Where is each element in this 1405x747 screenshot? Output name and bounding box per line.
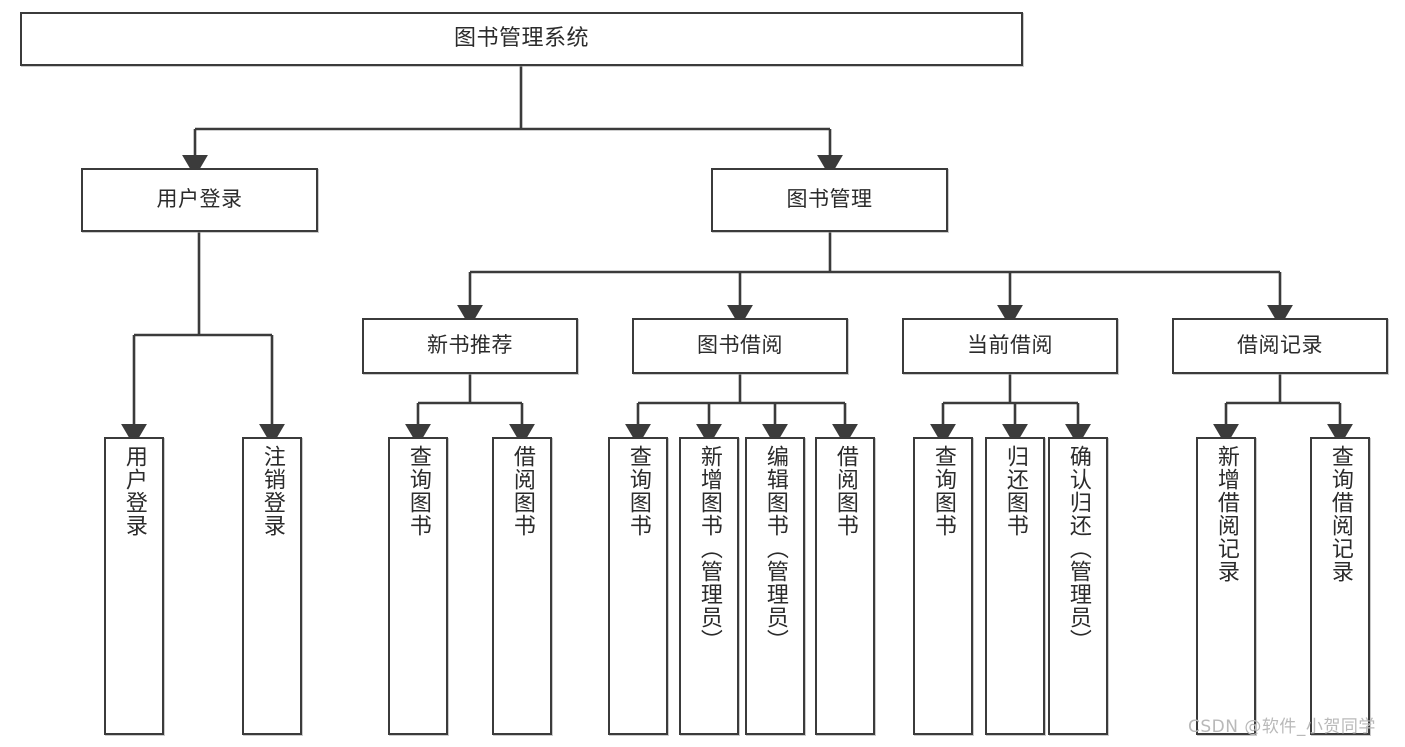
leaf-user-login-login[interactable]: 用户登录	[104, 437, 164, 735]
node-label: 当前借阅	[967, 333, 1053, 358]
node-label: 用户登录	[121, 445, 147, 537]
leaf-new-book-borrow[interactable]: 借阅图书	[492, 437, 552, 735]
node-label: 新增图书（管理员）	[696, 445, 722, 652]
leaf-current-borrow-return[interactable]: 归还图书	[985, 437, 1045, 735]
leaf-book-borrow-query[interactable]: 查询图书	[608, 437, 668, 735]
leaf-book-borrow-edit[interactable]: 编辑图书（管理员）	[745, 437, 805, 735]
leaf-user-login-logout[interactable]: 注销登录	[242, 437, 302, 735]
node-label: 借阅图书	[509, 445, 535, 537]
node-label: 查询借阅记录	[1327, 445, 1353, 583]
node-label: 图书借阅	[697, 333, 783, 358]
leaf-current-borrow-query[interactable]: 查询图书	[913, 437, 973, 735]
leaf-borrow-record-add[interactable]: 新增借阅记录	[1196, 437, 1256, 735]
node-label: 编辑图书（管理员）	[762, 445, 788, 652]
node-borrow-record[interactable]: 借阅记录	[1172, 318, 1388, 374]
node-new-book-recommend[interactable]: 新书推荐	[362, 318, 578, 374]
node-label: 新增借阅记录	[1213, 445, 1239, 583]
node-label: 新书推荐	[427, 333, 513, 358]
leaf-book-borrow-add[interactable]: 新增图书（管理员）	[679, 437, 739, 735]
node-label: 图书管理系统	[453, 25, 589, 51]
csdn-watermark: CSDN @软件_小贺同学	[1188, 717, 1376, 737]
node-book-management[interactable]: 图书管理	[711, 168, 948, 232]
leaf-book-borrow-lend[interactable]: 借阅图书	[815, 437, 875, 735]
node-label: 注销登录	[259, 445, 285, 537]
node-book-borrow[interactable]: 图书借阅	[632, 318, 848, 374]
leaf-current-borrow-confirm-return[interactable]: 确认归还（管理员）	[1048, 437, 1108, 735]
node-label: 归还图书	[1002, 445, 1028, 537]
node-user-login[interactable]: 用户登录	[81, 168, 318, 232]
node-current-borrow[interactable]: 当前借阅	[902, 318, 1118, 374]
leaf-borrow-record-query[interactable]: 查询借阅记录	[1310, 437, 1370, 735]
node-label: 借阅记录	[1237, 333, 1323, 358]
node-label: 查询图书	[930, 445, 956, 537]
node-label: 查询图书	[405, 445, 431, 537]
node-label: 图书管理	[786, 187, 873, 212]
leaf-new-book-query[interactable]: 查询图书	[388, 437, 448, 735]
node-label: 用户登录	[156, 187, 243, 212]
node-label: 查询图书	[625, 445, 651, 537]
node-label: 借阅图书	[832, 445, 858, 537]
node-label: 确认归还（管理员）	[1065, 445, 1091, 652]
node-root-book-management-system[interactable]: 图书管理系统	[20, 12, 1023, 66]
